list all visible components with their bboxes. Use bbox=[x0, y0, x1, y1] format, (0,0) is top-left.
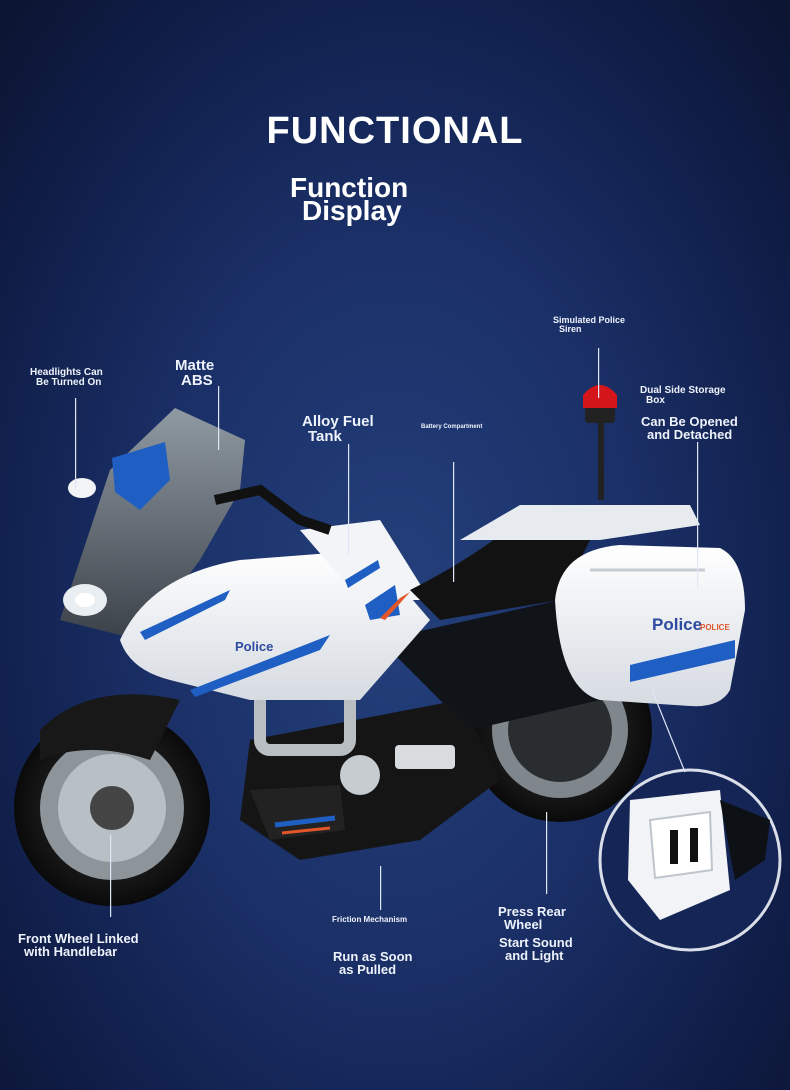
label-front-wheel: Front Wheel Linked with Handlebar bbox=[18, 931, 139, 959]
front-wheel bbox=[14, 710, 210, 906]
label-start-sound-light: Start Sound and Light bbox=[499, 935, 573, 963]
label-storage-box: Dual Side Storage Box bbox=[640, 385, 726, 406]
label-headlights: Headlights Can Be Turned On bbox=[30, 367, 103, 388]
page-title: FUNCTIONAL bbox=[266, 110, 524, 152]
page-subtitle: Function Display bbox=[290, 172, 409, 226]
box-police-subtext: POLICE bbox=[700, 623, 730, 632]
label-opened-detached: Can Be Opened and Detached bbox=[641, 414, 738, 442]
label-press-rear-wheel: Press Rear Wheel bbox=[498, 904, 566, 932]
inset-detail-circle bbox=[598, 768, 782, 952]
label-police-siren: Simulated Police Siren bbox=[553, 315, 626, 334]
label-matte-abs: Matte ABS bbox=[175, 357, 215, 389]
label-alloy-fuel-tank: Alloy Fuel Tank bbox=[302, 413, 374, 445]
label-battery-compartment: Battery Compartment bbox=[421, 424, 483, 430]
label-run-pulled: Run as Soon as Pulled bbox=[333, 949, 413, 977]
fairing-police-text: Police bbox=[235, 639, 274, 654]
subtitle-line-1: Function bbox=[290, 172, 409, 203]
leader-lines bbox=[75, 348, 699, 917]
subtitle-line-2: Display bbox=[302, 195, 402, 226]
box-police-text: Police bbox=[652, 615, 703, 634]
label-friction-mechanism: Friction Mechanism bbox=[332, 915, 408, 924]
